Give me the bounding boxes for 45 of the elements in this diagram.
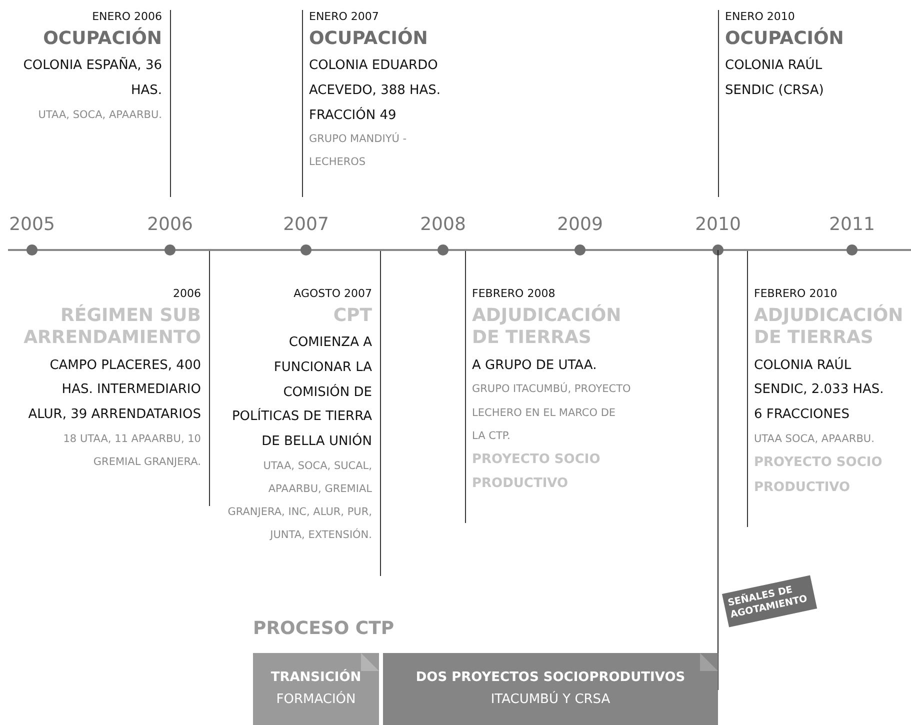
year-label: 2007 [283, 214, 329, 235]
process-stage-band [383, 653, 718, 725]
project-label: PROYECTO SOCIO PRODUCTIVO [754, 454, 884, 497]
event-title: OCUPACIÓN [42, 28, 162, 50]
event-description: FRACCIÓN 49 [309, 106, 398, 125]
event-description: CAMPO PLACERES, 400 HAS. INTERMEDIARIO ALUR, 39 ARRENDATARIOS [27, 356, 201, 424]
participants-note: 18 UTAA, 11 APAARBU, 10 GREMIAL GRANJERA. [62, 432, 201, 470]
participants-note: GRUPO ITACUMBÚ, PROYECTO LECHERO EN EL MARCO DE LA CTP. [472, 381, 632, 444]
year-label: 2008 [420, 214, 466, 235]
date-label: FEBRERO 2010 [754, 287, 838, 301]
event-title: ADJUDICACIÓN DE TIERRAS [472, 304, 622, 350]
process-subtitle: ITACUMBÚ Y CRSA [490, 690, 612, 709]
date-label: AGOSTO 2007 [292, 287, 372, 301]
year-label: 2005 [9, 214, 55, 235]
date-label: 2006 [172, 287, 201, 301]
event-title: RÉGIMEN SUB ARRENDAMIENTO [22, 304, 201, 350]
event-description: A GRUPO DE UTAA. [472, 356, 598, 375]
event-title: CPT [332, 304, 372, 328]
date-label: ENERO 2007 [309, 10, 380, 24]
process-title: DOS PROYECTOS SOCIOPRODUTIVOS [414, 669, 686, 687]
year-label: 2011 [829, 214, 875, 235]
event-title: OCUPACIÓN [309, 28, 429, 50]
process-subtitle: FORMACIÓN [275, 690, 357, 709]
year-label: 2006 [147, 214, 193, 235]
participants-note: UTAA, SOCA, SUCAL, APAARBU, GREMIAL GRANJERA, INC, ALUR, PUR, JUNTA, EXTENSIÓN. [226, 458, 372, 543]
event-description: COLONIA EDUARDO ACEVEDO, 388 HAS. [309, 57, 442, 100]
event-description: COLONIA RAÚL SENDIC (CRSA) [725, 56, 825, 100]
process-stage-band [253, 653, 379, 725]
participants-note: GRUPO MANDIYÚ - LECHEROS [309, 131, 408, 170]
year-label: 2010 [695, 214, 741, 235]
section-heading: PROCESO CTP [253, 618, 394, 639]
event-description: COLONIA ESPAÑA, 36 HAS. [22, 56, 162, 100]
date-label: ENERO 2006 [91, 10, 162, 24]
year-label: 2009 [557, 214, 603, 235]
date-label: ENERO 2010 [725, 10, 796, 24]
process-title: TRANSICIÓN [270, 668, 362, 687]
event-description: COLONIA RAÚL SENDIC, 2.033 HAS. [754, 356, 884, 400]
date-label: FEBRERO 2008 [472, 287, 556, 301]
participants-note: UTAA SOCA, APAARBU. [754, 432, 876, 447]
event-description: 6 FRACCIONES [754, 406, 850, 424]
participants-note: UTAA, SOCA, APAARBU. [37, 108, 162, 123]
event-title: ADJUDICACIÓN DE TIERRAS [754, 304, 904, 350]
event-title: OCUPACIÓN [725, 28, 845, 50]
project-label: PROYECTO SOCIO PRODUCTIVO [472, 450, 602, 494]
event-description: COMIENZA A FUNCIONAR LA COMISIÓN DE POLÍTICAS DE TIERRA DE BELLA UNIÓN [230, 334, 372, 451]
